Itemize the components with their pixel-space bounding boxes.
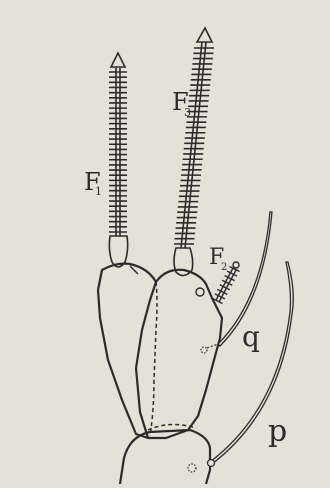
label-f3-subscript: 3	[184, 106, 191, 119]
segment-left	[98, 264, 156, 438]
label-p: p	[268, 414, 287, 449]
label-f1-subscript: 1	[95, 185, 102, 198]
label-f2-subscript: 2	[221, 262, 227, 273]
filament-f1	[109, 53, 128, 267]
label-q: q	[242, 320, 260, 353]
filament-f3	[174, 28, 214, 276]
segment-right	[148, 270, 222, 438]
